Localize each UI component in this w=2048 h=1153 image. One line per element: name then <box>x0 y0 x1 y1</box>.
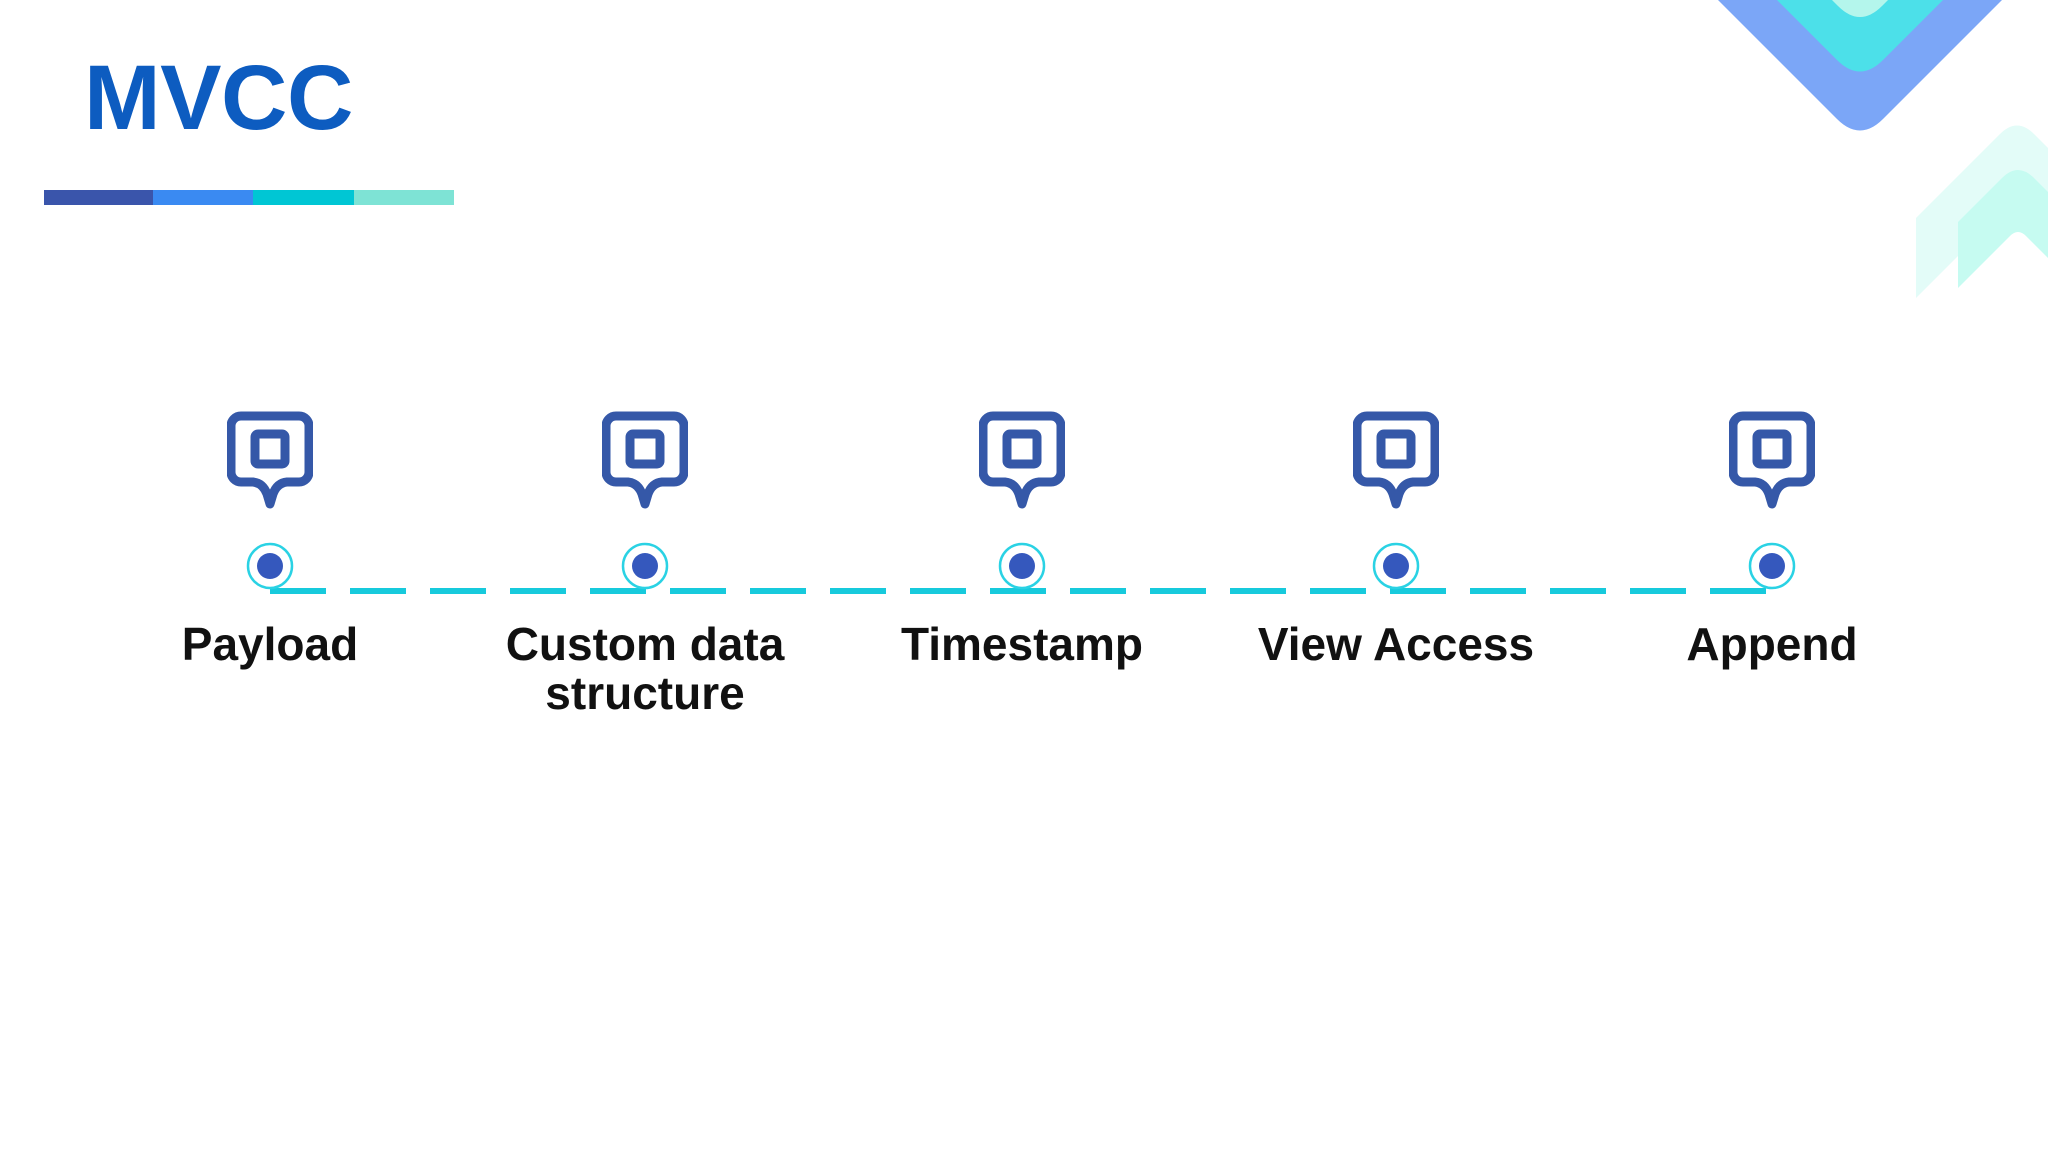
timeline-step-label: Append <box>1686 618 1858 670</box>
chevron-pale-mint-icon <box>1958 170 2048 288</box>
chevron-mint-icon <box>1832 0 1888 17</box>
chevron-periwinkle-icon <box>1718 0 2002 131</box>
dashed-connector-line <box>270 588 1772 594</box>
timeline-step-list: Payload Custom data structure <box>0 410 2048 810</box>
corner-chevron-decoration <box>1628 0 2048 330</box>
timeline-step-label: Timestamp <box>900 618 1144 670</box>
timeline-step-label: Custom data structure <box>505 618 785 719</box>
accent-segment-blue <box>152 190 254 205</box>
chevron-cyan-icon <box>1777 0 1943 72</box>
map-pin-square-icon <box>602 411 688 509</box>
timeline-step-4[interactable]: View Access <box>1246 410 1546 669</box>
map-pin-square-icon <box>979 411 1065 509</box>
map-pin-square-icon <box>1353 411 1439 509</box>
timeline-node-marker[interactable] <box>1372 542 1420 590</box>
title-block: MVCC <box>44 47 454 205</box>
timeline-step-3[interactable]: Timestamp <box>872 410 1172 669</box>
timeline-step-label: View Access <box>1257 618 1535 670</box>
timeline-node-marker[interactable] <box>621 542 669 590</box>
timeline-step-1[interactable]: Payload <box>120 410 420 669</box>
timeline-node-marker[interactable] <box>998 542 1046 590</box>
milestone-timeline: Payload Custom data structure <box>0 410 2048 810</box>
title-underline-bar <box>44 190 454 205</box>
accent-segment-cyan <box>253 190 354 205</box>
timeline-step-5[interactable]: Append <box>1622 410 1922 669</box>
chevron-faint-mint-icon <box>1916 125 2048 298</box>
page-title: MVCC <box>84 47 353 149</box>
timeline-node-marker[interactable] <box>246 542 294 590</box>
map-pin-square-icon <box>1729 411 1815 509</box>
map-pin-square-icon <box>227 411 313 509</box>
accent-segment-mint <box>353 190 454 205</box>
timeline-node-marker[interactable] <box>1748 542 1796 590</box>
timeline-step-label: Payload <box>181 618 359 670</box>
timeline-step-2[interactable]: Custom data structure <box>495 410 795 718</box>
accent-segment-indigo <box>44 190 153 205</box>
